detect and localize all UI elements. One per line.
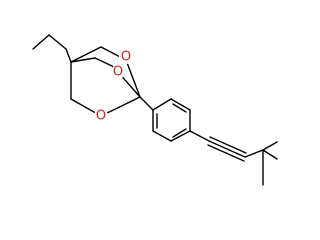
atom-background	[111, 65, 125, 79]
bond-lines	[32, 34, 278, 186]
bond	[100, 96, 141, 117]
bond	[139, 96, 154, 111]
molecule-drawing: O O O	[32, 34, 278, 186]
bond	[208, 140, 246, 158]
bond	[70, 57, 96, 63]
oxygen-atom-label: O	[113, 65, 123, 80]
bond	[152, 130, 172, 142]
bond	[170, 130, 191, 142]
oxygen-atom-label: O	[121, 50, 131, 65]
bond	[170, 98, 191, 111]
bond	[172, 103, 187, 113]
atom-background	[94, 109, 108, 123]
bond	[209, 136, 247, 154]
atom-background	[119, 50, 133, 64]
bond	[262, 149, 278, 160]
bond	[48, 34, 67, 50]
bond	[244, 149, 264, 158]
bond	[189, 130, 210, 142]
oxygen-atoms: O O O	[94, 50, 133, 124]
bond	[94, 57, 113, 67]
bond	[152, 98, 172, 111]
oxygen-atom-label: O	[96, 109, 106, 124]
bond	[32, 34, 50, 50]
bond	[65, 48, 72, 63]
bond	[207, 144, 245, 162]
bond	[125, 59, 141, 98]
bond	[172, 128, 187, 138]
bond	[70, 46, 102, 63]
structure-diagram: O O O	[32, 34, 278, 186]
bond	[262, 141, 278, 151]
